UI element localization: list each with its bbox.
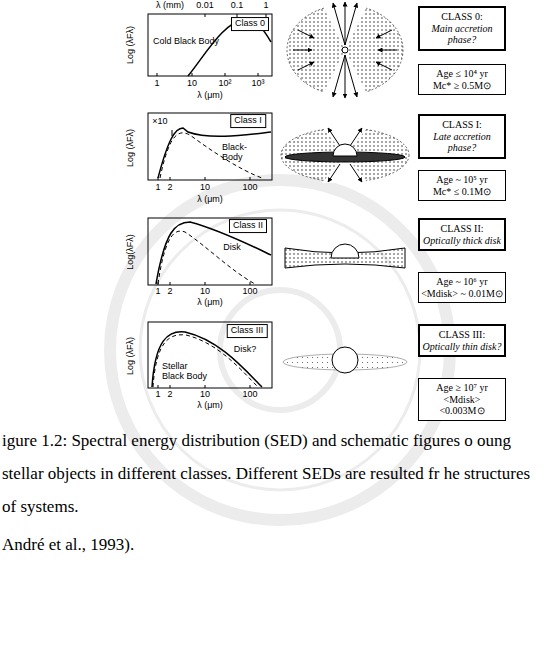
plot-label: 1 — [155, 390, 160, 400]
plot-frame — [148, 322, 272, 388]
box-body: <Mdisk> <0.003M⊙ — [421, 394, 503, 417]
age-box: Age ≤ 10⁴ yrMc* ≥ 0.5M⊙ — [418, 64, 506, 95]
box-body: Mc* ≤ 0.1M⊙ — [421, 186, 503, 198]
plot-label: 10 — [200, 287, 210, 297]
sed-curve — [152, 332, 262, 387]
sed-curve — [158, 128, 271, 178]
class-box: CLASS II:Optically thick disk — [418, 218, 506, 251]
plot-label: λ (μm) — [197, 401, 223, 411]
class-tag: Class II — [229, 219, 267, 233]
class2-schematic — [285, 244, 405, 268]
plot-label: Black- Body — [222, 143, 254, 163]
box-heading: CLASS 0: — [422, 11, 502, 23]
class3-schematic — [283, 347, 407, 373]
plot-label: 2 — [167, 287, 172, 297]
class-tag: Class III — [227, 324, 268, 338]
plot-label: ×10 — [152, 117, 167, 127]
tick-marks — [158, 282, 250, 285]
plot-label: 0.1 — [231, 1, 244, 11]
plot-label: 10 — [200, 390, 210, 400]
box-body: Optically thick disk — [422, 235, 502, 247]
class-box: CLASS 0:Main accretion phase? — [418, 6, 506, 51]
plot-label: 10² — [218, 79, 231, 89]
box-body: Optically thin disk? — [422, 341, 502, 353]
plot-label: 10 — [200, 183, 210, 193]
blackbody-curve — [153, 335, 258, 387]
plot-label: 2 — [167, 390, 172, 400]
class-tag: Class 0 — [231, 17, 269, 31]
scale-mark — [172, 130, 173, 136]
plot-label: Cold Black Body — [153, 37, 219, 47]
age-box: Age ~ 10⁵ yrMc* ≤ 0.1M⊙ — [418, 170, 506, 201]
plot-label: 10³ — [251, 79, 264, 89]
class-box: CLASS I:Late accretion phase? — [418, 114, 506, 159]
axis-title: Log (λFλ) — [126, 26, 136, 64]
plot-label: 100 — [242, 390, 257, 400]
class-tag: Class I — [230, 114, 266, 128]
plot-label: Stellar Black Body — [162, 362, 210, 382]
plot-label: 1 — [155, 287, 160, 297]
plot-label: 1 — [263, 1, 268, 11]
tick-marks — [158, 385, 250, 388]
figure-caption: igure 1.2: Spectral energy distribution … — [2, 424, 548, 523]
axis-title: Log(λFλ) — [126, 234, 136, 270]
plot-label: 1 — [155, 183, 160, 193]
class-box: CLASS III:Optically thin disk? — [418, 324, 506, 357]
box-heading: Age ≤ 10⁴ yr — [421, 68, 503, 80]
plot-label: 100 — [242, 287, 257, 297]
plot-label: 100 — [242, 183, 257, 193]
age-box: Age ~ 10⁶ yr<Mdisk> ~ 0.01M⊙ — [418, 272, 506, 303]
box-heading: Age ~ 10⁶ yr — [421, 276, 503, 288]
tick-marks — [158, 177, 250, 180]
plot-frame — [148, 218, 272, 285]
plot-label: Disk — [223, 243, 241, 253]
plot-label: 0.01 — [196, 1, 214, 11]
box-heading: Age ~ 10⁵ yr — [421, 174, 503, 186]
box-heading: CLASS I: — [422, 119, 502, 131]
box-body: Mc* ≥ 0.5M⊙ — [421, 80, 503, 92]
reference-text: André et al., 1993). — [2, 536, 134, 555]
box-heading: Age ≥ 10⁷ yr — [421, 382, 503, 394]
blackbody-curve — [158, 231, 255, 284]
blackbody-curve — [160, 133, 262, 178]
age-box: Age ≥ 10⁷ yr<Mdisk> <0.003M⊙ — [418, 378, 506, 421]
plot-label: Disk? — [234, 345, 257, 355]
plot-label: 2 — [167, 183, 172, 193]
plot-frame — [148, 14, 272, 76]
axis-title: Log (λFλ) — [126, 337, 136, 375]
axis-title: Log (λFλ) — [126, 129, 136, 167]
plot-label: λ (μm) — [197, 298, 223, 308]
box-body: Main accretion phase? — [422, 23, 502, 46]
box-body: <Mdisk> ~ 0.01M⊙ — [421, 288, 503, 300]
box-body: Late accretion phase? — [422, 131, 502, 154]
class1-schematic — [281, 127, 409, 183]
plot-label: λ (μm) — [197, 91, 223, 101]
plot-label: λ (mm) — [156, 1, 184, 11]
box-heading: CLASS II: — [422, 223, 502, 235]
plot-label: λ (μm) — [197, 195, 223, 205]
box-heading: CLASS III: — [422, 329, 502, 341]
plot-frame — [148, 113, 272, 180]
plot-label: 10 — [187, 79, 197, 89]
class0-schematic — [287, 2, 403, 98]
plot-label: 1 — [154, 79, 159, 89]
